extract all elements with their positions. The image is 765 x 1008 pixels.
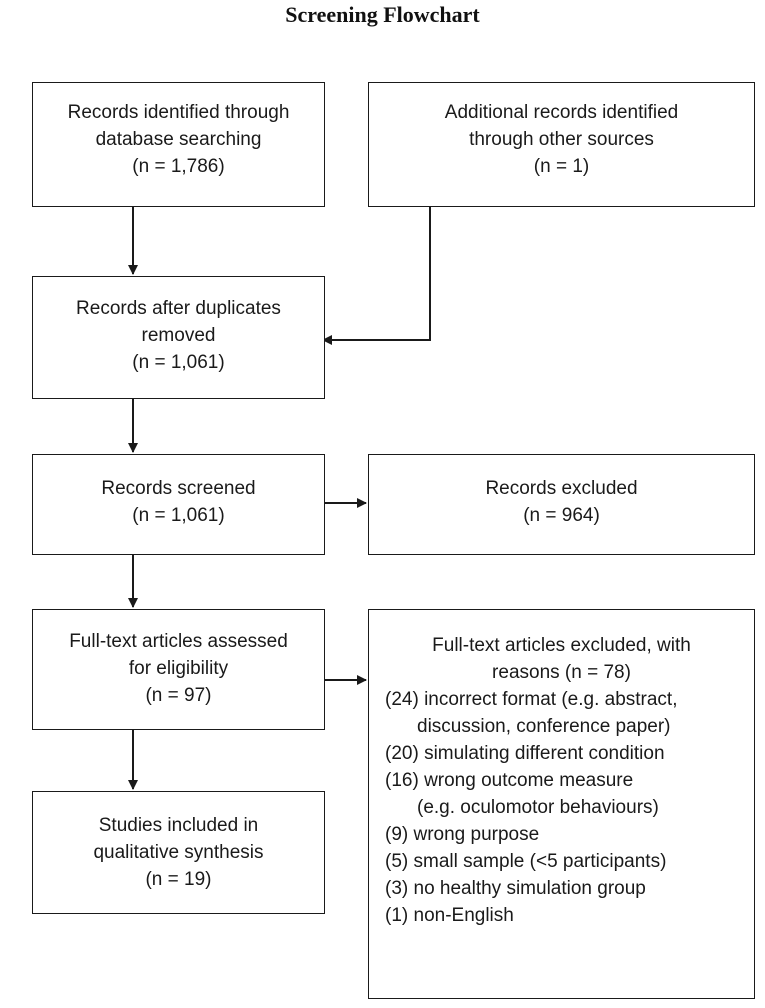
box-fulltext-assessed: Full-text articles assessed for eligibil… [32,609,325,730]
box-text-line: database searching [95,129,262,150]
box-text-line: (n = 19) [145,869,212,890]
box-text-line: through other sources [469,129,654,150]
box-text-line: Records screened [101,478,256,499]
box-text-line: (n = 1) [533,156,590,177]
box-text-line: for eligibility [128,658,229,679]
reasons-heading-line: reasons (n = 78) [492,662,631,683]
box-fulltext-excluded-reasons: Full-text articles excluded, with reason… [368,609,755,999]
reason-item: (20) simulating different condition [385,743,665,764]
box-records-screened: Records screened (n = 1,061) [32,454,325,555]
box-records-identified: Records identified through database sear… [32,82,325,207]
box-text-line: Records identified through [67,102,290,123]
box-text-line: (n = 1,061) [132,505,225,526]
box-text-line: Studies included in [98,815,259,836]
box-records-excluded: Records excluded (n = 964) [368,454,755,555]
box-duplicates-removed: Records after duplicates removed (n = 1,… [32,276,325,399]
reason-item-continuation: (e.g. oculomotor behaviours) [417,797,659,818]
reason-item: (16) wrong outcome measure [385,770,634,791]
box-text-line: (n = 1,786) [132,156,225,177]
box-text-line: (n = 97) [145,685,212,706]
page-title: Screening Flowchart [285,2,480,27]
box-text-line: qualitative synthesis [93,842,264,863]
reason-item: (3) no healthy simulation group [385,878,646,899]
box-text-line: Records after duplicates [76,298,281,319]
reason-item-continuation: discussion, conference paper) [417,716,671,737]
arrow-additional-to-duplicates [322,207,431,345]
box-text-line: (n = 1,061) [132,352,225,373]
reason-item: (1) non-English [385,905,514,926]
box-text-line: (n = 964) [523,505,600,526]
reasons-heading-line: Full-text articles excluded, with [432,635,691,656]
box-text-line: Full-text articles assessed [69,631,288,652]
reason-item: (5) small sample (<5 participants) [385,851,667,872]
reason-item: (9) wrong purpose [385,824,540,845]
box-text-line: Records excluded [485,478,638,499]
reason-item: (24) incorrect format (e.g. abstract, [385,689,678,710]
box-additional-records: Additional records identified through ot… [368,82,755,207]
box-text-line: removed [141,325,216,346]
box-studies-included: Studies included in qualitative synthesi… [32,791,325,914]
box-text-line: Additional records identified [444,102,679,123]
